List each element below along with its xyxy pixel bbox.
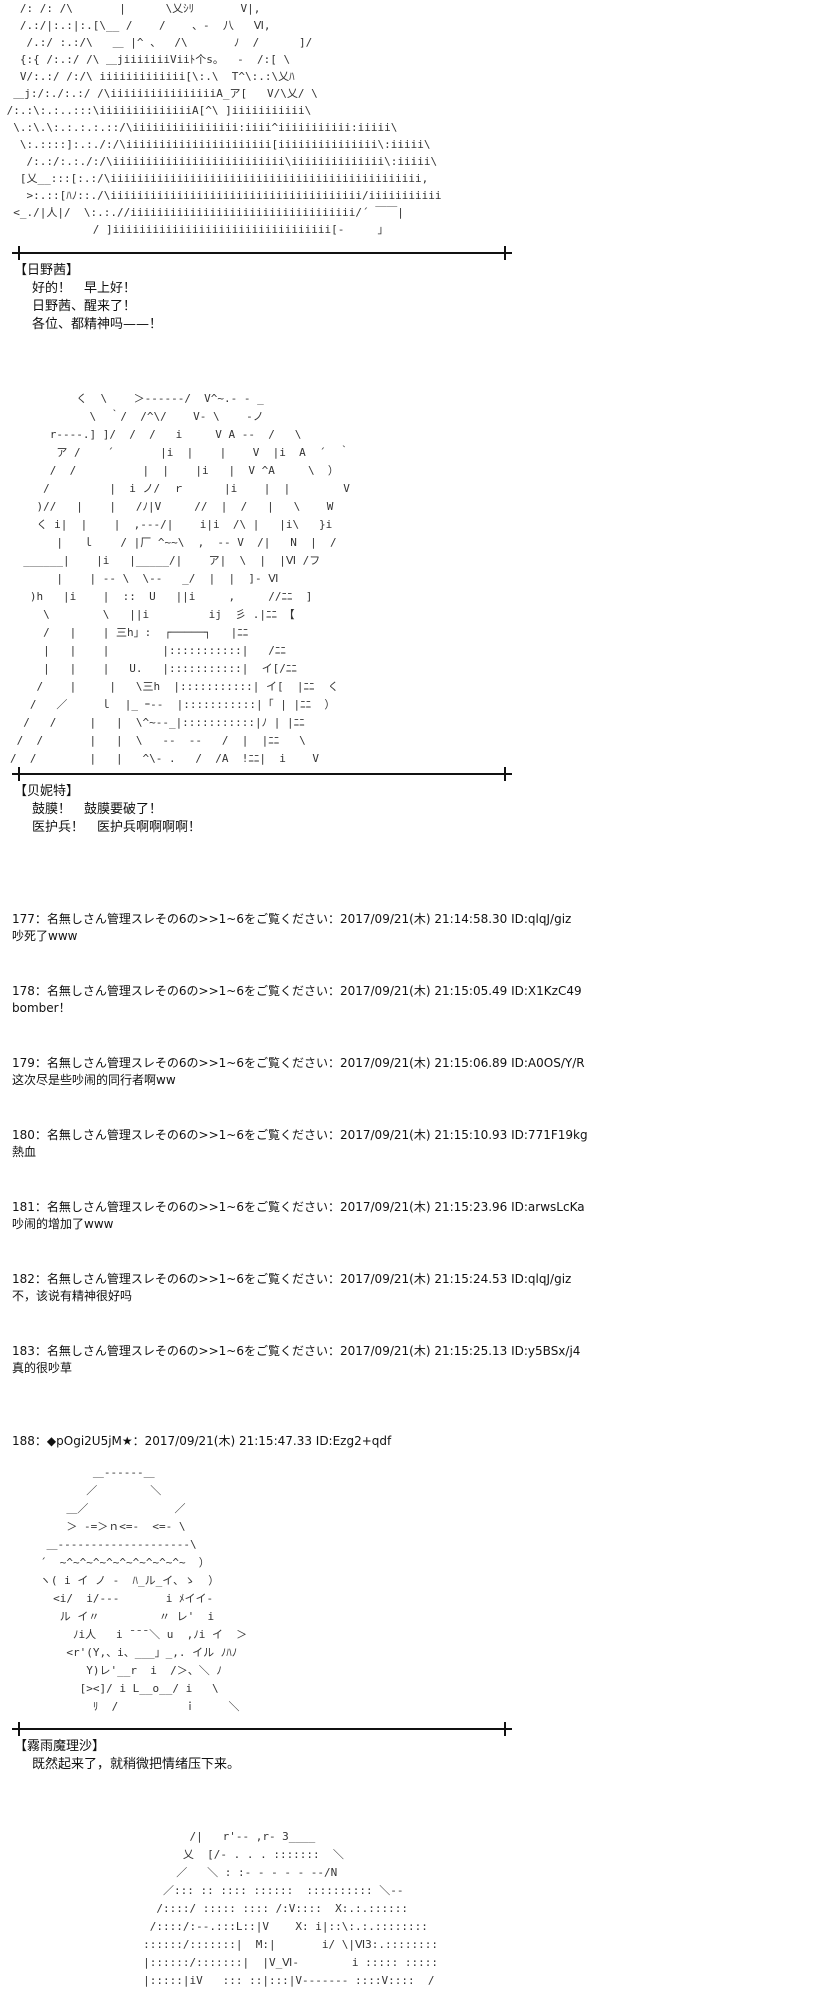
speaker-name: 【贝妮特】 [14,784,80,799]
dialogue-line: 日野茜、醒来了！ [32,299,137,314]
post-header: 182：名無しさん管理スレその6の>>1~6をご覧ください：2017/09/21… [12,1272,572,1286]
post-header: 188：◆pOgi2U5jM★：2017/09/21(木) 21:15:47.3… [12,1434,392,1448]
ascii-art-witch: ＿‐‐‐‐‐‐＿ ／ ＼ ＿／ ／ ＞ ‐=＞ｎ<=‐ <=‐ \ ＿‐‐‐‐‐… [39,1466,248,1713]
dialogue-line: 既然起来了，就稍微把情绪压下来。 [32,1757,241,1772]
post-180: 180：名無しさん管理スレその6の>>1~6をご覧ください：2017/09/21… [12,1127,802,1161]
post-182: 182：名無しさん管理スレその6の>>1~6をご覧ください：2017/09/21… [12,1271,802,1305]
post-188: 188：◆pOgi2U5jM★：2017/09/21(木) 21:15:47.3… [12,1433,802,1450]
speaker-name: 【霧雨魔理沙】 [14,1739,106,1754]
post-header: 183：名無しさん管理スレその6の>>1~6をご覧ください：2017/09/21… [12,1344,581,1358]
dialogue-block-1: 【日野茜】 好的！ 早上好！ 日野茜、醒来了！ 各位、都精神吗——！ [14,262,162,334]
post-header: 177：名無しさん管理スレその6の>>1~6をご覧ください：2017/09/21… [12,912,572,926]
scene-divider-3 [12,1722,512,1736]
speaker-name: 【日野茜】 [14,263,80,278]
post-179: 179：名無しさん管理スレその6の>>1~6をご覧ください：2017/09/21… [12,1055,802,1089]
post-body: 熱血 [12,1145,37,1159]
post-header: 178：名無しさん管理スレその6の>>1~6をご覧ください：2017/09/21… [12,984,582,998]
dialogue-line: 医护兵！ 医护兵啊啊啊啊！ [32,820,202,835]
post-body: 真的很吵草 [12,1361,73,1375]
dialogue-line: 鼓膜！ 鼓膜要破了！ [32,802,163,817]
post-181: 181：名無しさん管理スレその6の>>1~6をご覧ください：2017/09/21… [12,1199,802,1233]
post-body: 这次尽是些吵闹的同行者啊ww [12,1073,176,1087]
post-header: 180：名無しさん管理スレその6の>>1~6をご覧ください：2017/09/21… [12,1128,588,1142]
post-body: 吵闹的增加了www [12,1217,114,1231]
post-177: 177：名無しさん管理スレその6の>>1~6をご覧ください：2017/09/21… [12,911,802,945]
dialogue-line: 各位、都精神吗——！ [32,317,163,332]
post-header: 179：名無しさん管理スレその6の>>1~6をご覧ください：2017/09/21… [12,1056,585,1070]
ascii-art-bottom: /| r'‐‐ ,r‐ 3____ 乂 [/‐ . . . ::::::: ＼ … [143,1830,439,1987]
dialogue-line: 好的！ 早上好！ [32,281,137,296]
dialogue-block-3: 【霧雨魔理沙】 既然起来了，就稍微把情绪压下来。 [14,1738,240,1774]
post-body: bomber！ [12,1001,71,1015]
post-body: 不，该说有精神很好吗 [12,1289,133,1303]
post-178: 178：名無しさん管理スレその6の>>1~6をご覧ください：2017/09/21… [12,983,802,1017]
scene-divider-1 [12,246,512,260]
ascii-art-character-shout: く \ ＞‐‐‐‐‐‐/ V^~.- ‐ _ \ ｀/ /^\/ V‐ \ ‐ノ… [10,392,350,765]
post-header: 181：名無しさん管理スレその6の>>1~6をご覧ください：2017/09/21… [12,1200,585,1214]
ascii-art-top: /: /: /\ | \乂ｼﾘ V|, /.:/|:.:|:.[\__ / / … [6,2,442,236]
scene-divider-2 [12,767,512,781]
post-183: 183：名無しさん管理スレその6の>>1~6をご覧ください：2017/09/21… [12,1343,802,1377]
dialogue-block-2: 【贝妮特】 鼓膜！ 鼓膜要破了！ 医护兵！ 医护兵啊啊啊啊！ [14,783,201,837]
post-body: 吵死了www [12,929,78,943]
